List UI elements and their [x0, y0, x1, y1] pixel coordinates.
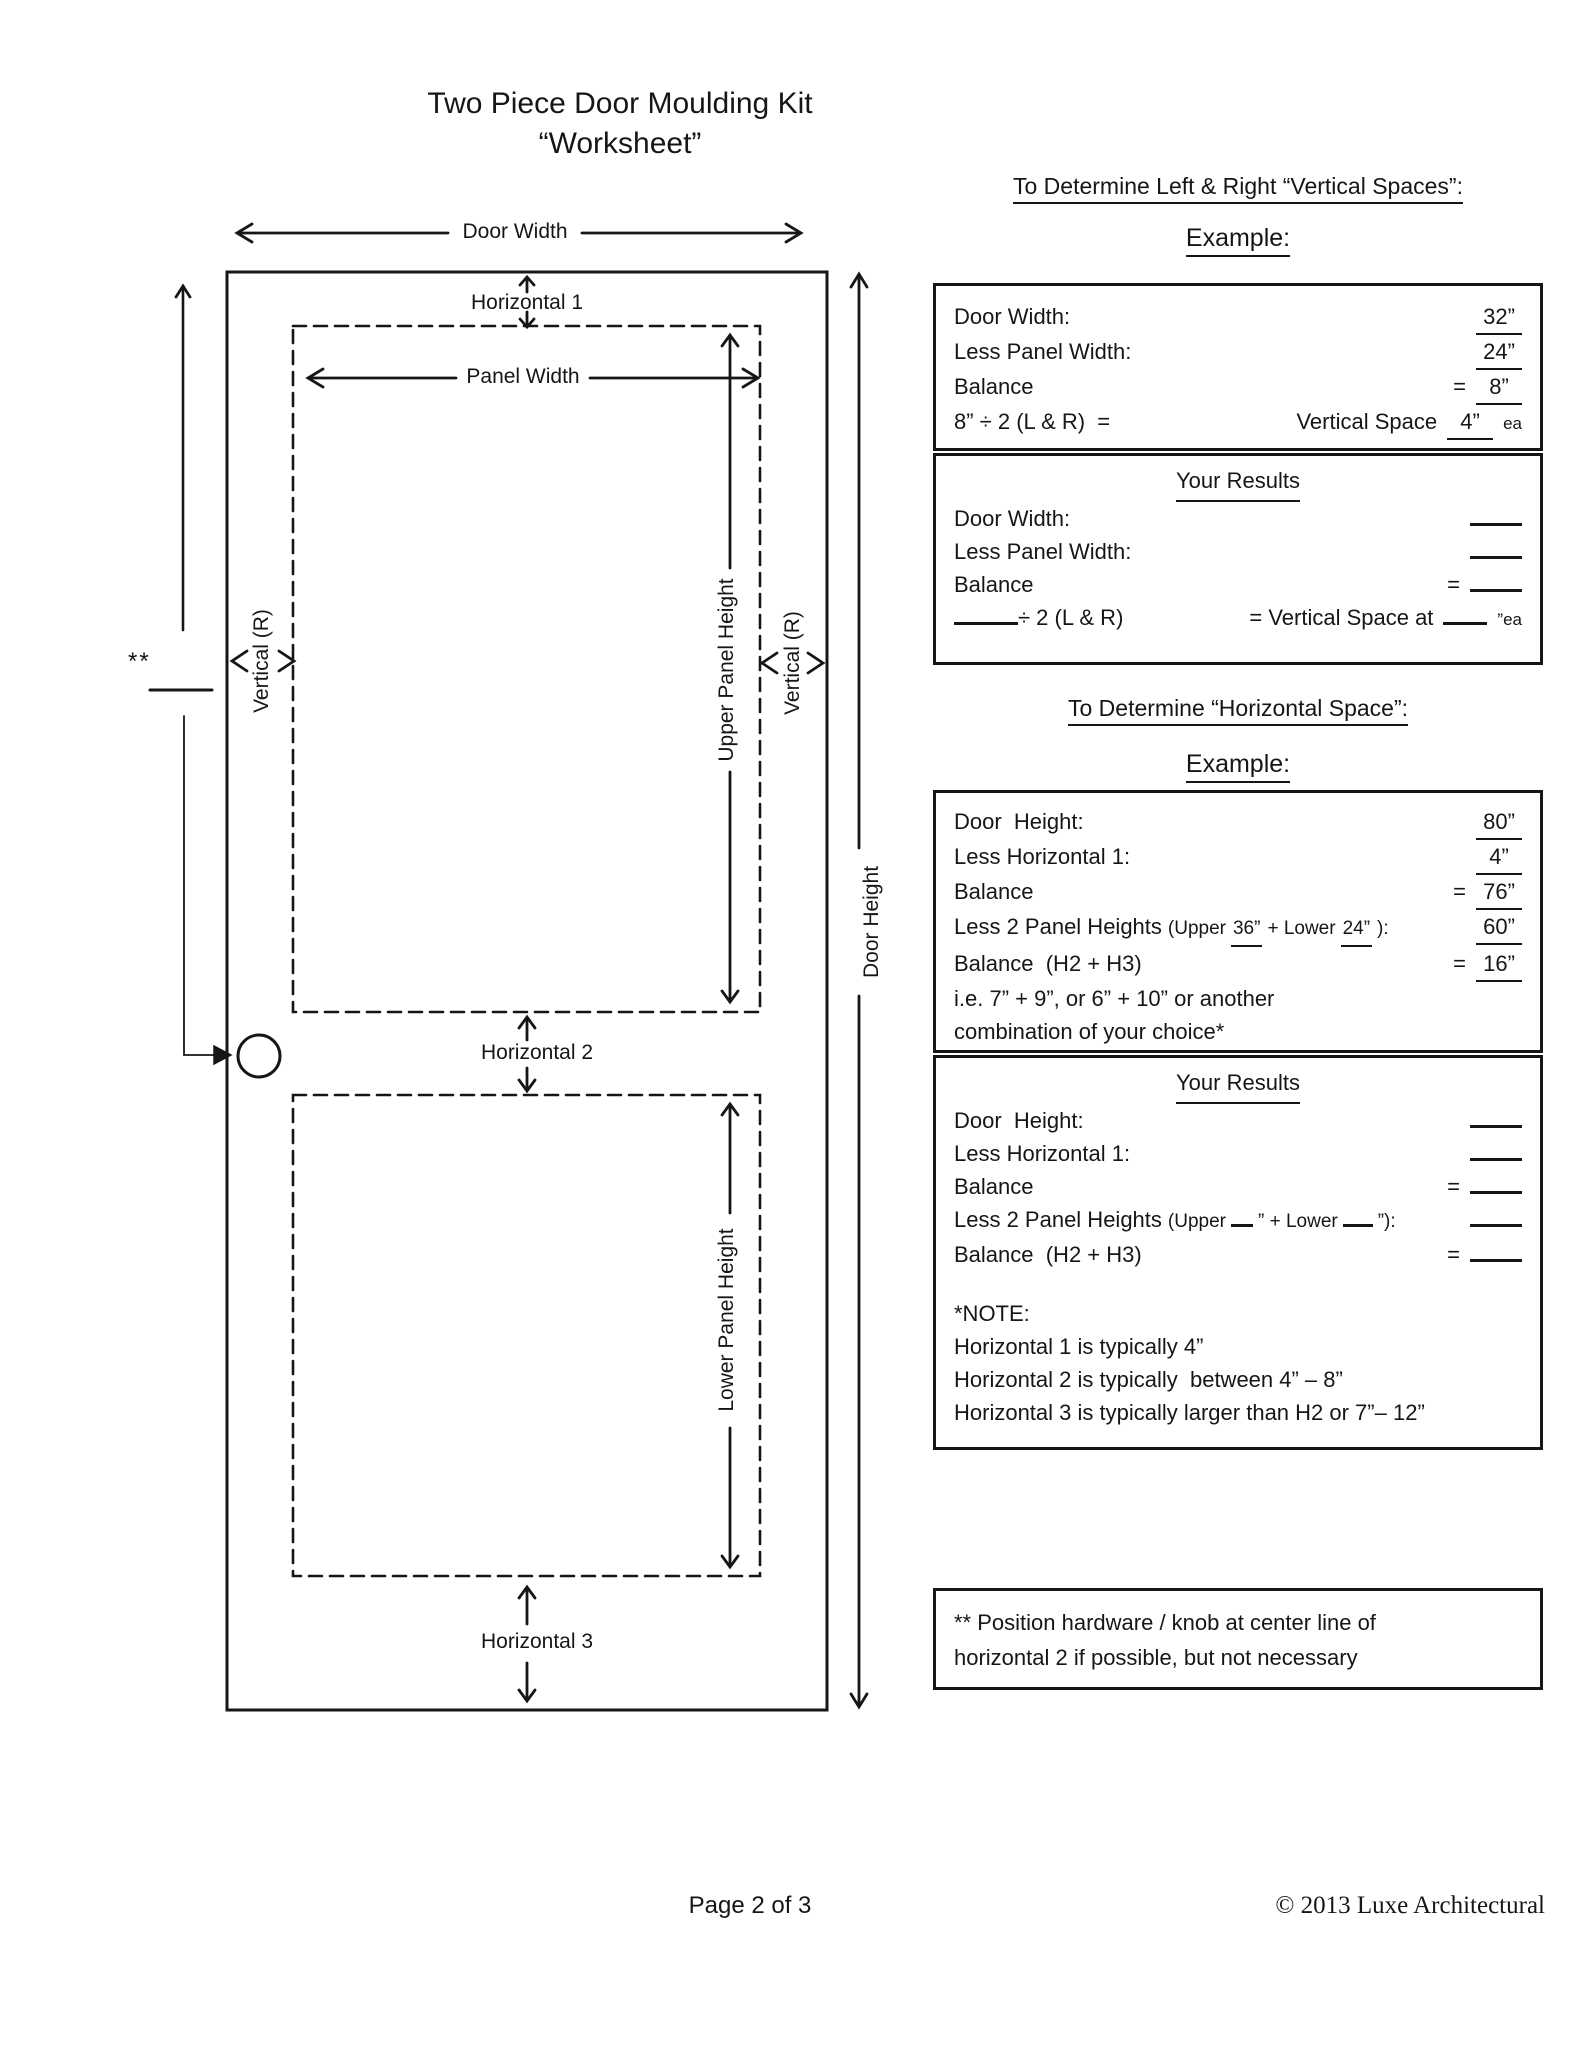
blank-field: [954, 603, 1018, 625]
horizontal1-arrows: [518, 274, 536, 330]
copyright: © 2013 Luxe Architectural: [1275, 1892, 1545, 1919]
table-row: Balance (H2 + H3) =: [954, 1238, 1522, 1271]
horizontal-section-heading-text: To Determine “Horizontal Space”:: [1067, 695, 1409, 726]
vertical-r-left-arrows: [229, 649, 297, 673]
note-line: Horizontal 2 is typically between 4” – 8…: [954, 1367, 1343, 1392]
door-outline: [225, 270, 829, 1712]
vertical-results-heading: Your Results: [1176, 464, 1300, 502]
hardware-pointer: [148, 283, 233, 1066]
horizontal-section-heading: To Determine “Horizontal Space”:: [933, 695, 1543, 726]
vertical-r-right-label: Vertical (R): [781, 611, 804, 715]
upper-panel-height-label: Upper Panel Height: [715, 578, 738, 762]
note-line: Horizontal 1 is typically 4”: [954, 1334, 1204, 1359]
blank-field: [1470, 1172, 1522, 1194]
page-number: Page 2 of 3: [688, 1892, 812, 1919]
note-heading: *NOTE:: [954, 1301, 1030, 1326]
panel-width-arrow: [305, 367, 761, 389]
panel-width-label: Panel Width: [466, 365, 580, 388]
door-width-arrow: [234, 222, 804, 244]
table-row: ÷ 2 (L & R) = Vertical Space at”ea: [954, 601, 1522, 636]
example-note-line: i.e. 7” + 9”, or 6” + 10” or another: [954, 986, 1275, 1011]
lower-panel-height-arrow: [720, 1101, 740, 1570]
horizontal2-label: Horizontal 2: [480, 1041, 594, 1064]
vertical-section-heading: To Determine Left & Right “Vertical Spac…: [933, 173, 1543, 204]
note-line: Horizontal 3 is typically larger than H2…: [954, 1400, 1425, 1425]
vertical-results-box: Your Results Door Width: Less Panel Widt…: [933, 453, 1543, 665]
upper-panel-rect: [291, 324, 762, 1014]
table-row: Less Panel Width:: [954, 535, 1522, 568]
table-row: Balance (H2 + H3) =16”: [954, 947, 1522, 982]
title-line2: “Worksheet”: [538, 127, 702, 160]
table-row: Door Height:: [954, 1104, 1522, 1137]
hardware-note-line2: horizontal 2 if possible, but not necess…: [954, 1645, 1358, 1670]
horizontal1-label: Horizontal 1: [470, 291, 584, 314]
horizontal-example-box: Door Height: 80” Less Horizontal 1: 4” B…: [933, 790, 1543, 1053]
vertical-r-left-label: Vertical (R): [250, 609, 273, 713]
blank-field: [1470, 504, 1522, 526]
horizontal3-arrows: [517, 1584, 537, 1704]
doorknob-circle: [236, 1033, 282, 1079]
lower-panel-rect: [291, 1093, 762, 1578]
vertical-section-heading-text: To Determine Left & Right “Vertical Spac…: [1013, 173, 1463, 204]
horizontal-example-label: Example:: [933, 750, 1543, 783]
blank-field: [1342, 1208, 1373, 1227]
page-title: Two Piece Door Moulding Kit “Worksheet”: [260, 84, 980, 164]
table-row: Less Horizontal 1: 4”: [954, 840, 1522, 875]
table-row: Door Width: 32”: [954, 300, 1522, 335]
blank-field: [1470, 1106, 1522, 1128]
horizontal2-arrows: [517, 1014, 537, 1094]
vertical-example-label: Example:: [933, 224, 1543, 257]
blank-field: [1470, 537, 1522, 559]
door-width-label: Door Width: [462, 220, 568, 243]
blank-field: [1443, 603, 1488, 625]
vertical-example-box: Door Width: 32” Less Panel Width: 24” Ba…: [933, 283, 1543, 451]
table-row: Balance =: [954, 568, 1522, 601]
vertical-r-right-arrows: [759, 651, 826, 675]
table-row: Balance =8”: [954, 370, 1522, 405]
table-row: Less Horizontal 1:: [954, 1137, 1522, 1170]
example-note-line: combination of your choice*: [954, 1019, 1225, 1044]
horizontal-results-box: Your Results Door Height: Less Horizonta…: [933, 1055, 1543, 1450]
blank-field: [1230, 1208, 1253, 1227]
blank-field: [1470, 1205, 1522, 1227]
horizontal3-label: Horizontal 3: [480, 1630, 594, 1653]
table-row: Balance =76”: [954, 875, 1522, 910]
door-height-arrow: [849, 271, 869, 1710]
table-row: Balance =: [954, 1170, 1522, 1203]
hardware-marker-asterisks: **: [128, 648, 151, 675]
table-row: Less 2 Panel Heights(Upper” + Lower”):: [954, 1203, 1522, 1238]
table-row: Door Width:: [954, 502, 1522, 535]
table-row: Less Panel Width: 24”: [954, 335, 1522, 370]
lower-panel-height-label: Lower Panel Height: [715, 1228, 738, 1412]
table-row: Door Height: 80”: [954, 805, 1522, 840]
blank-field: [1470, 570, 1522, 592]
title-line1: Two Piece Door Moulding Kit: [427, 87, 813, 120]
upper-panel-height-arrow: [720, 332, 740, 1005]
hardware-note-line1: ** Position hardware / knob at center li…: [954, 1610, 1376, 1635]
blank-field: [1470, 1240, 1522, 1262]
blank-field: [1470, 1139, 1522, 1161]
door-height-label: Door Height: [860, 865, 883, 979]
horizontal-results-heading: Your Results: [1176, 1066, 1300, 1104]
hardware-note-box: ** Position hardware / knob at center li…: [933, 1588, 1543, 1690]
